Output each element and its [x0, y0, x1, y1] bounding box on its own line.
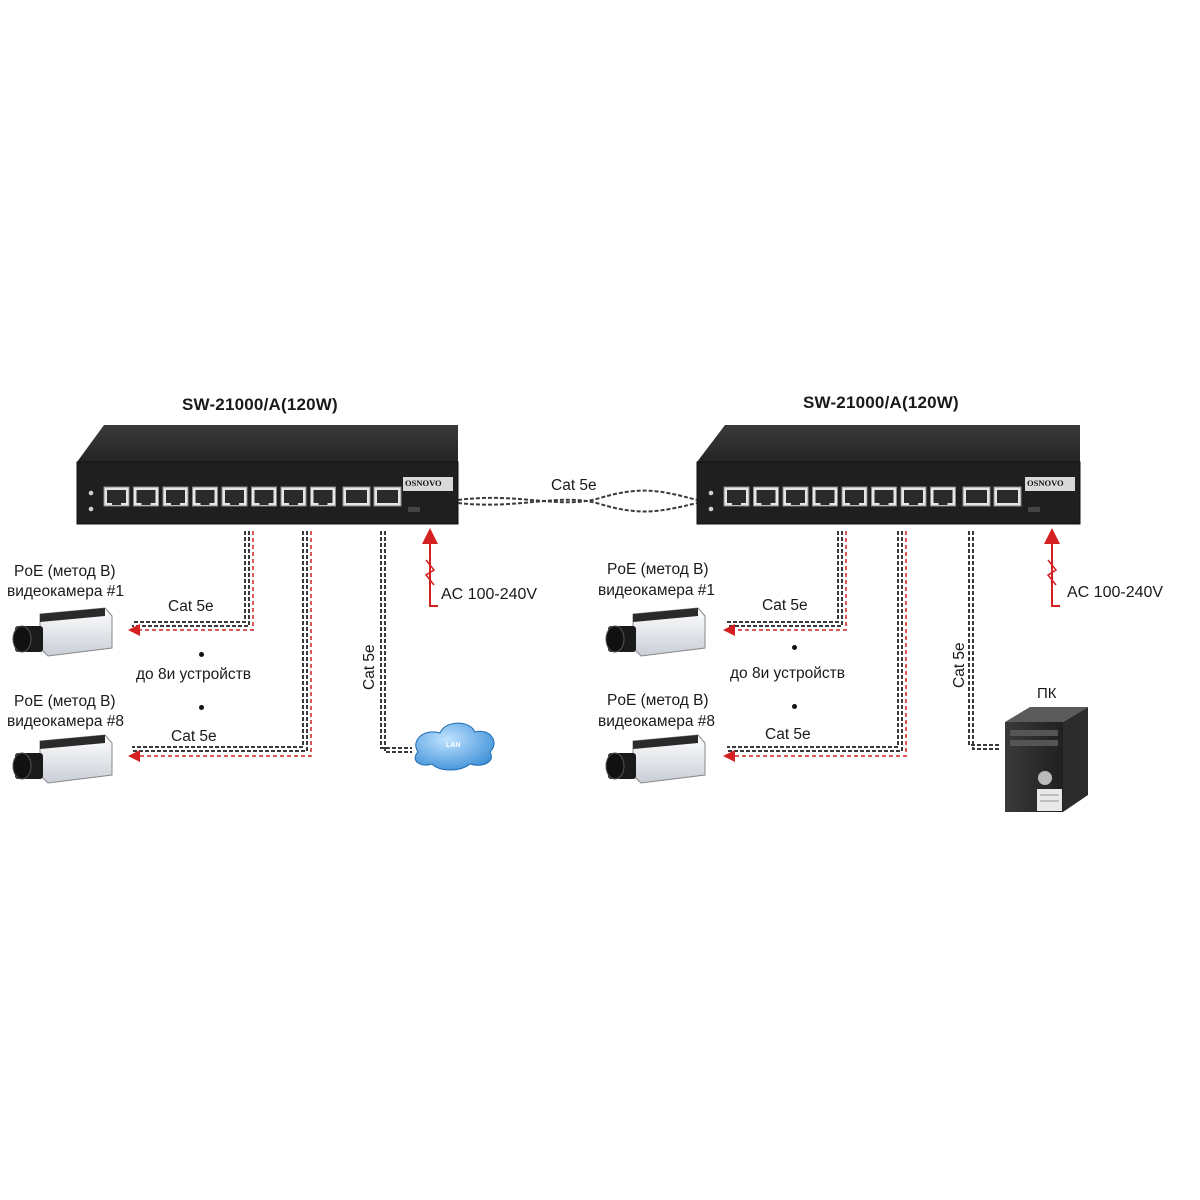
right-poe-port-clip — [820, 502, 830, 505]
right-cam1-cable — [723, 531, 847, 636]
right-switch-dip — [1028, 507, 1040, 512]
right-camera-1-line2: видеокамера #1 — [598, 582, 715, 599]
left-poe-port-socket — [284, 490, 303, 503]
right-camera-8-line1: PoE (метод В) — [607, 692, 709, 709]
left-switch-brand-label: OSNOVO — [405, 478, 442, 488]
interconnect-cable-label: Cat 5e — [551, 477, 597, 494]
left-camera-8-icon — [12, 734, 113, 784]
right-poe-port-clip — [879, 502, 889, 505]
right-power-label: AC 100-240V — [1067, 584, 1164, 601]
left-power-label: AC 100-240V — [441, 586, 538, 603]
left-poe-port-socket — [136, 490, 156, 503]
right-ellipsis-dot-top — [792, 645, 797, 650]
right-poe-port-clip — [909, 502, 918, 505]
right-switch-brand-label: OSNOVO — [1027, 478, 1064, 488]
left-devices-note: до 8и устройств — [136, 666, 251, 683]
left-switch-led — [88, 506, 94, 512]
left-switch — [76, 425, 459, 525]
left-uplink-port-socket — [346, 490, 367, 503]
right-uplink-cable — [968, 531, 1000, 750]
right-poe-port-socket — [874, 490, 894, 503]
right-poe-port-clip — [761, 502, 771, 505]
left-poe-port-clip — [200, 502, 210, 505]
left-switch-led — [88, 490, 94, 496]
right-ellipsis-dot-bottom — [792, 704, 797, 709]
right-switch-brand-plate — [1025, 477, 1075, 491]
right-poe-port-clip — [938, 502, 948, 505]
right-poe-port-socket — [786, 490, 805, 503]
right-cam1-cable-label: Cat 5e — [762, 597, 808, 614]
left-poe-port-socket — [166, 490, 185, 503]
left-camera-1-line2: видеокамера #1 — [7, 583, 124, 600]
left-cam1-cable — [128, 531, 254, 636]
pc-label: ПК — [1037, 685, 1057, 702]
right-camera-8-line2: видеокамера #8 — [598, 713, 715, 730]
left-switch-model-title: SW-21000/A(120W) — [182, 395, 338, 414]
interconnect-cable — [457, 489, 698, 513]
left-cam8-cable — [128, 531, 312, 762]
left-ellipsis-dot-bottom — [199, 705, 204, 710]
right-switch-led — [708, 490, 714, 496]
left-poe-port-clip — [171, 502, 180, 505]
right-poe-port-socket — [815, 490, 835, 503]
left-ellipsis-dot-top — [199, 652, 204, 657]
left-poe-port-socket — [195, 490, 215, 503]
left-camera-8-line2: видеокамера #8 — [7, 713, 124, 730]
right-camera-8-icon — [605, 734, 706, 784]
left-uplink-cable — [380, 531, 412, 753]
left-poe-port-socket — [313, 490, 333, 503]
left-poe-port-socket — [107, 490, 126, 503]
right-poe-port-socket — [845, 490, 864, 503]
right-uplink-port-socket — [997, 490, 1018, 503]
left-poe-port-clip — [259, 502, 269, 505]
left-power-line — [422, 528, 438, 607]
left-camera-8-line1: PoE (метод В) — [14, 693, 116, 710]
right-cam8-cable-label: Cat 5e — [765, 726, 811, 743]
lan-cloud-icon — [414, 722, 495, 771]
right-poe-port-clip — [732, 502, 741, 505]
right-uplink-cable-label: Cat 5e — [951, 642, 968, 688]
left-uplink-cable-label: Cat 5e — [361, 644, 378, 690]
left-poe-port-clip — [230, 502, 239, 505]
right-devices-note: до 8и устройств — [730, 665, 845, 682]
right-poe-port-socket — [727, 490, 746, 503]
right-switch-led — [708, 506, 714, 512]
right-switch-top — [697, 425, 1080, 462]
left-cam1-cable-label: Cat 5e — [168, 598, 214, 615]
right-power-line — [1044, 528, 1060, 607]
left-poe-port-socket — [225, 490, 244, 503]
left-switch-top — [77, 425, 458, 462]
left-switch-dip — [408, 507, 420, 512]
left-uplink-port-socket — [377, 490, 398, 503]
right-poe-port-socket — [904, 490, 923, 503]
right-cam8-cable — [723, 531, 907, 762]
right-switch-model-title: SW-21000/A(120W) — [803, 393, 959, 412]
switch-ports-layer — [88, 486, 1040, 512]
left-poe-port-clip — [289, 502, 298, 505]
left-poe-port-clip — [112, 502, 121, 505]
left-cam8-cable-label: Cat 5e — [171, 728, 217, 745]
right-uplink-port-socket — [966, 490, 987, 503]
right-poe-port-clip — [791, 502, 800, 505]
left-poe-port-clip — [318, 502, 328, 505]
left-poe-port-clip — [141, 502, 151, 505]
right-switch — [696, 425, 1081, 525]
left-switch-brand-plate — [403, 477, 453, 491]
right-camera-1-line1: PoE (метод В) — [607, 561, 709, 578]
pc-tower-icon — [1005, 707, 1088, 812]
left-camera-1-line1: PoE (метод В) — [14, 563, 116, 580]
left-camera-1-icon — [12, 607, 113, 657]
right-poe-port-socket — [756, 490, 776, 503]
right-poe-port-clip — [850, 502, 859, 505]
right-poe-port-socket — [933, 490, 953, 503]
left-poe-port-socket — [254, 490, 274, 503]
lan-cloud-label: LAN — [446, 742, 461, 749]
right-camera-1-icon — [605, 607, 706, 657]
